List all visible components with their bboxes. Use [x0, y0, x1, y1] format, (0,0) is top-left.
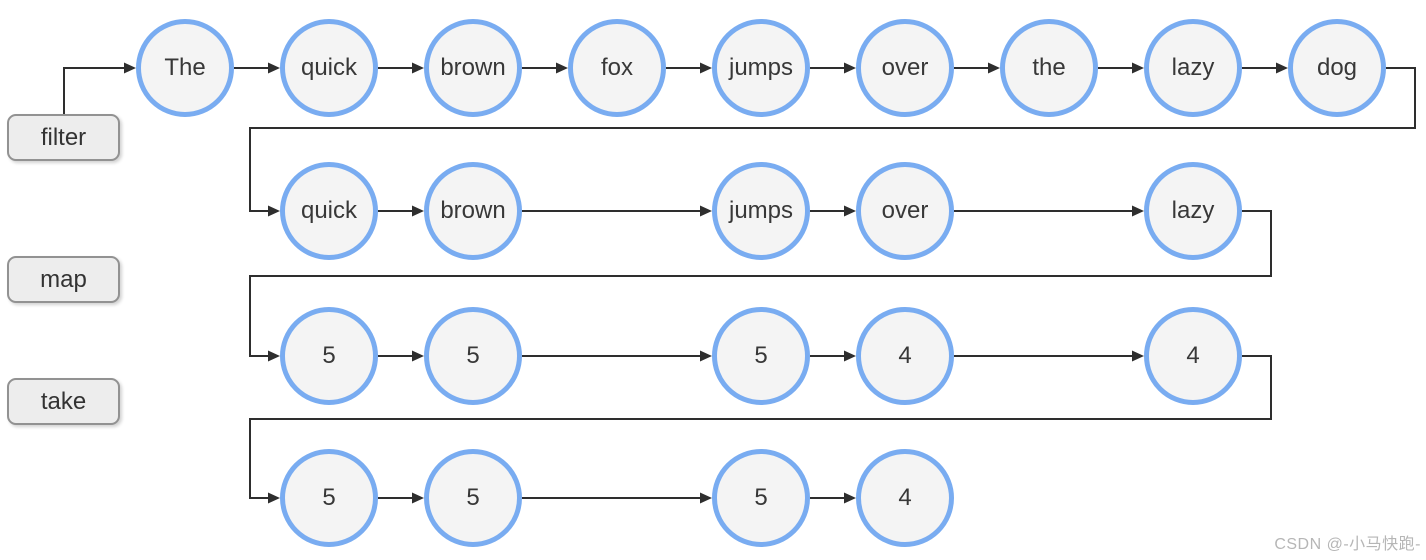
- stream-node-after-take: 5: [280, 449, 378, 547]
- arrowhead-icon: [124, 62, 136, 74]
- arrowhead-icon: [412, 62, 424, 74]
- stream-node-label: over: [881, 54, 929, 81]
- stream-node-label: brown: [440, 197, 506, 224]
- stream-node-after-take: 5: [712, 449, 810, 547]
- stream-node-label: 5: [754, 342, 768, 369]
- stream-node-after-filter: over: [856, 162, 954, 260]
- stream-node-label: 4: [898, 484, 912, 511]
- stage-label-filter: filter: [7, 114, 120, 161]
- stream-node-label: lazy: [1171, 197, 1215, 224]
- stream-node-source-stream: over: [856, 19, 954, 117]
- arrowhead-icon: [412, 350, 424, 362]
- arrowhead-icon: [700, 350, 712, 362]
- arrowhead-icon: [268, 205, 280, 217]
- arrowhead-icon: [700, 492, 712, 504]
- arrowhead-icon: [1132, 62, 1144, 74]
- stream-node-source-stream: dog: [1288, 19, 1386, 117]
- stream-node-after-filter: quick: [280, 162, 378, 260]
- stream-node-after-take: 4: [856, 449, 954, 547]
- arrowhead-icon: [700, 205, 712, 217]
- stream-node-source-stream: jumps: [712, 19, 810, 117]
- arrowhead-icon: [268, 62, 280, 74]
- stream-node-label: 5: [754, 484, 768, 511]
- arrowhead-icon: [844, 205, 856, 217]
- stream-node-label: 5: [322, 342, 336, 369]
- stream-node-label: 5: [466, 342, 480, 369]
- stream-node-source-stream: fox: [568, 19, 666, 117]
- stream-node-label: The: [164, 54, 206, 81]
- stage-label-filter-text: filter: [40, 123, 87, 151]
- stream-node-source-stream: the: [1000, 19, 1098, 117]
- connector-line: [63, 67, 134, 114]
- stream-node-after-filter: jumps: [712, 162, 810, 260]
- stream-node-label: 5: [466, 484, 480, 511]
- stream-node-after-map: 4: [856, 307, 954, 405]
- stream-node-after-filter: brown: [424, 162, 522, 260]
- stream-node-label: fox: [600, 54, 633, 81]
- stage-label-map: map: [7, 256, 120, 303]
- stream-node-label: 4: [898, 342, 912, 369]
- stream-node-label: jumps: [728, 197, 794, 224]
- arrowhead-icon: [988, 62, 1000, 74]
- watermark: CSDN @-小马快跑-: [1274, 536, 1421, 553]
- arrowhead-icon: [412, 205, 424, 217]
- stage-label-take: take: [7, 378, 120, 425]
- stream-node-label: jumps: [728, 54, 794, 81]
- arrowhead-icon: [1132, 205, 1144, 217]
- arrowhead-icon: [1132, 350, 1144, 362]
- stream-node-source-stream: brown: [424, 19, 522, 117]
- stream-node-label: 5: [322, 484, 336, 511]
- stream-node-after-map: 5: [712, 307, 810, 405]
- stage-label-take-text: take: [40, 387, 87, 415]
- stream-node-label: quick: [300, 54, 358, 81]
- stream-node-after-map: 5: [280, 307, 378, 405]
- stage-label-map-text: map: [40, 265, 87, 293]
- stream-node-source-stream: The: [136, 19, 234, 117]
- stream-node-after-take: 5: [424, 449, 522, 547]
- arrowhead-icon: [268, 492, 280, 504]
- arrowhead-icon: [556, 62, 568, 74]
- stream-node-label: over: [881, 197, 929, 224]
- arrowhead-icon: [844, 350, 856, 362]
- stream-node-label: brown: [440, 54, 506, 81]
- stream-node-after-map: 4: [1144, 307, 1242, 405]
- stream-node-label: lazy: [1171, 54, 1215, 81]
- arrowhead-icon: [1276, 62, 1288, 74]
- stream-node-after-filter: lazy: [1144, 162, 1242, 260]
- stream-node-label: the: [1032, 54, 1066, 81]
- stream-node-source-stream: lazy: [1144, 19, 1242, 117]
- stream-node-after-map: 5: [424, 307, 522, 405]
- stream-node-source-stream: quick: [280, 19, 378, 117]
- arrowhead-icon: [268, 350, 280, 362]
- connector-line: [249, 67, 1416, 212]
- arrowhead-icon: [844, 62, 856, 74]
- stream-node-label: quick: [300, 197, 358, 224]
- stream-node-label: dog: [1316, 54, 1358, 81]
- connector-line: [249, 355, 1272, 499]
- arrowhead-icon: [700, 62, 712, 74]
- connector-line: [249, 210, 1272, 357]
- arrowhead-icon: [412, 492, 424, 504]
- stream-node-label: 4: [1186, 342, 1200, 369]
- arrowhead-icon: [844, 492, 856, 504]
